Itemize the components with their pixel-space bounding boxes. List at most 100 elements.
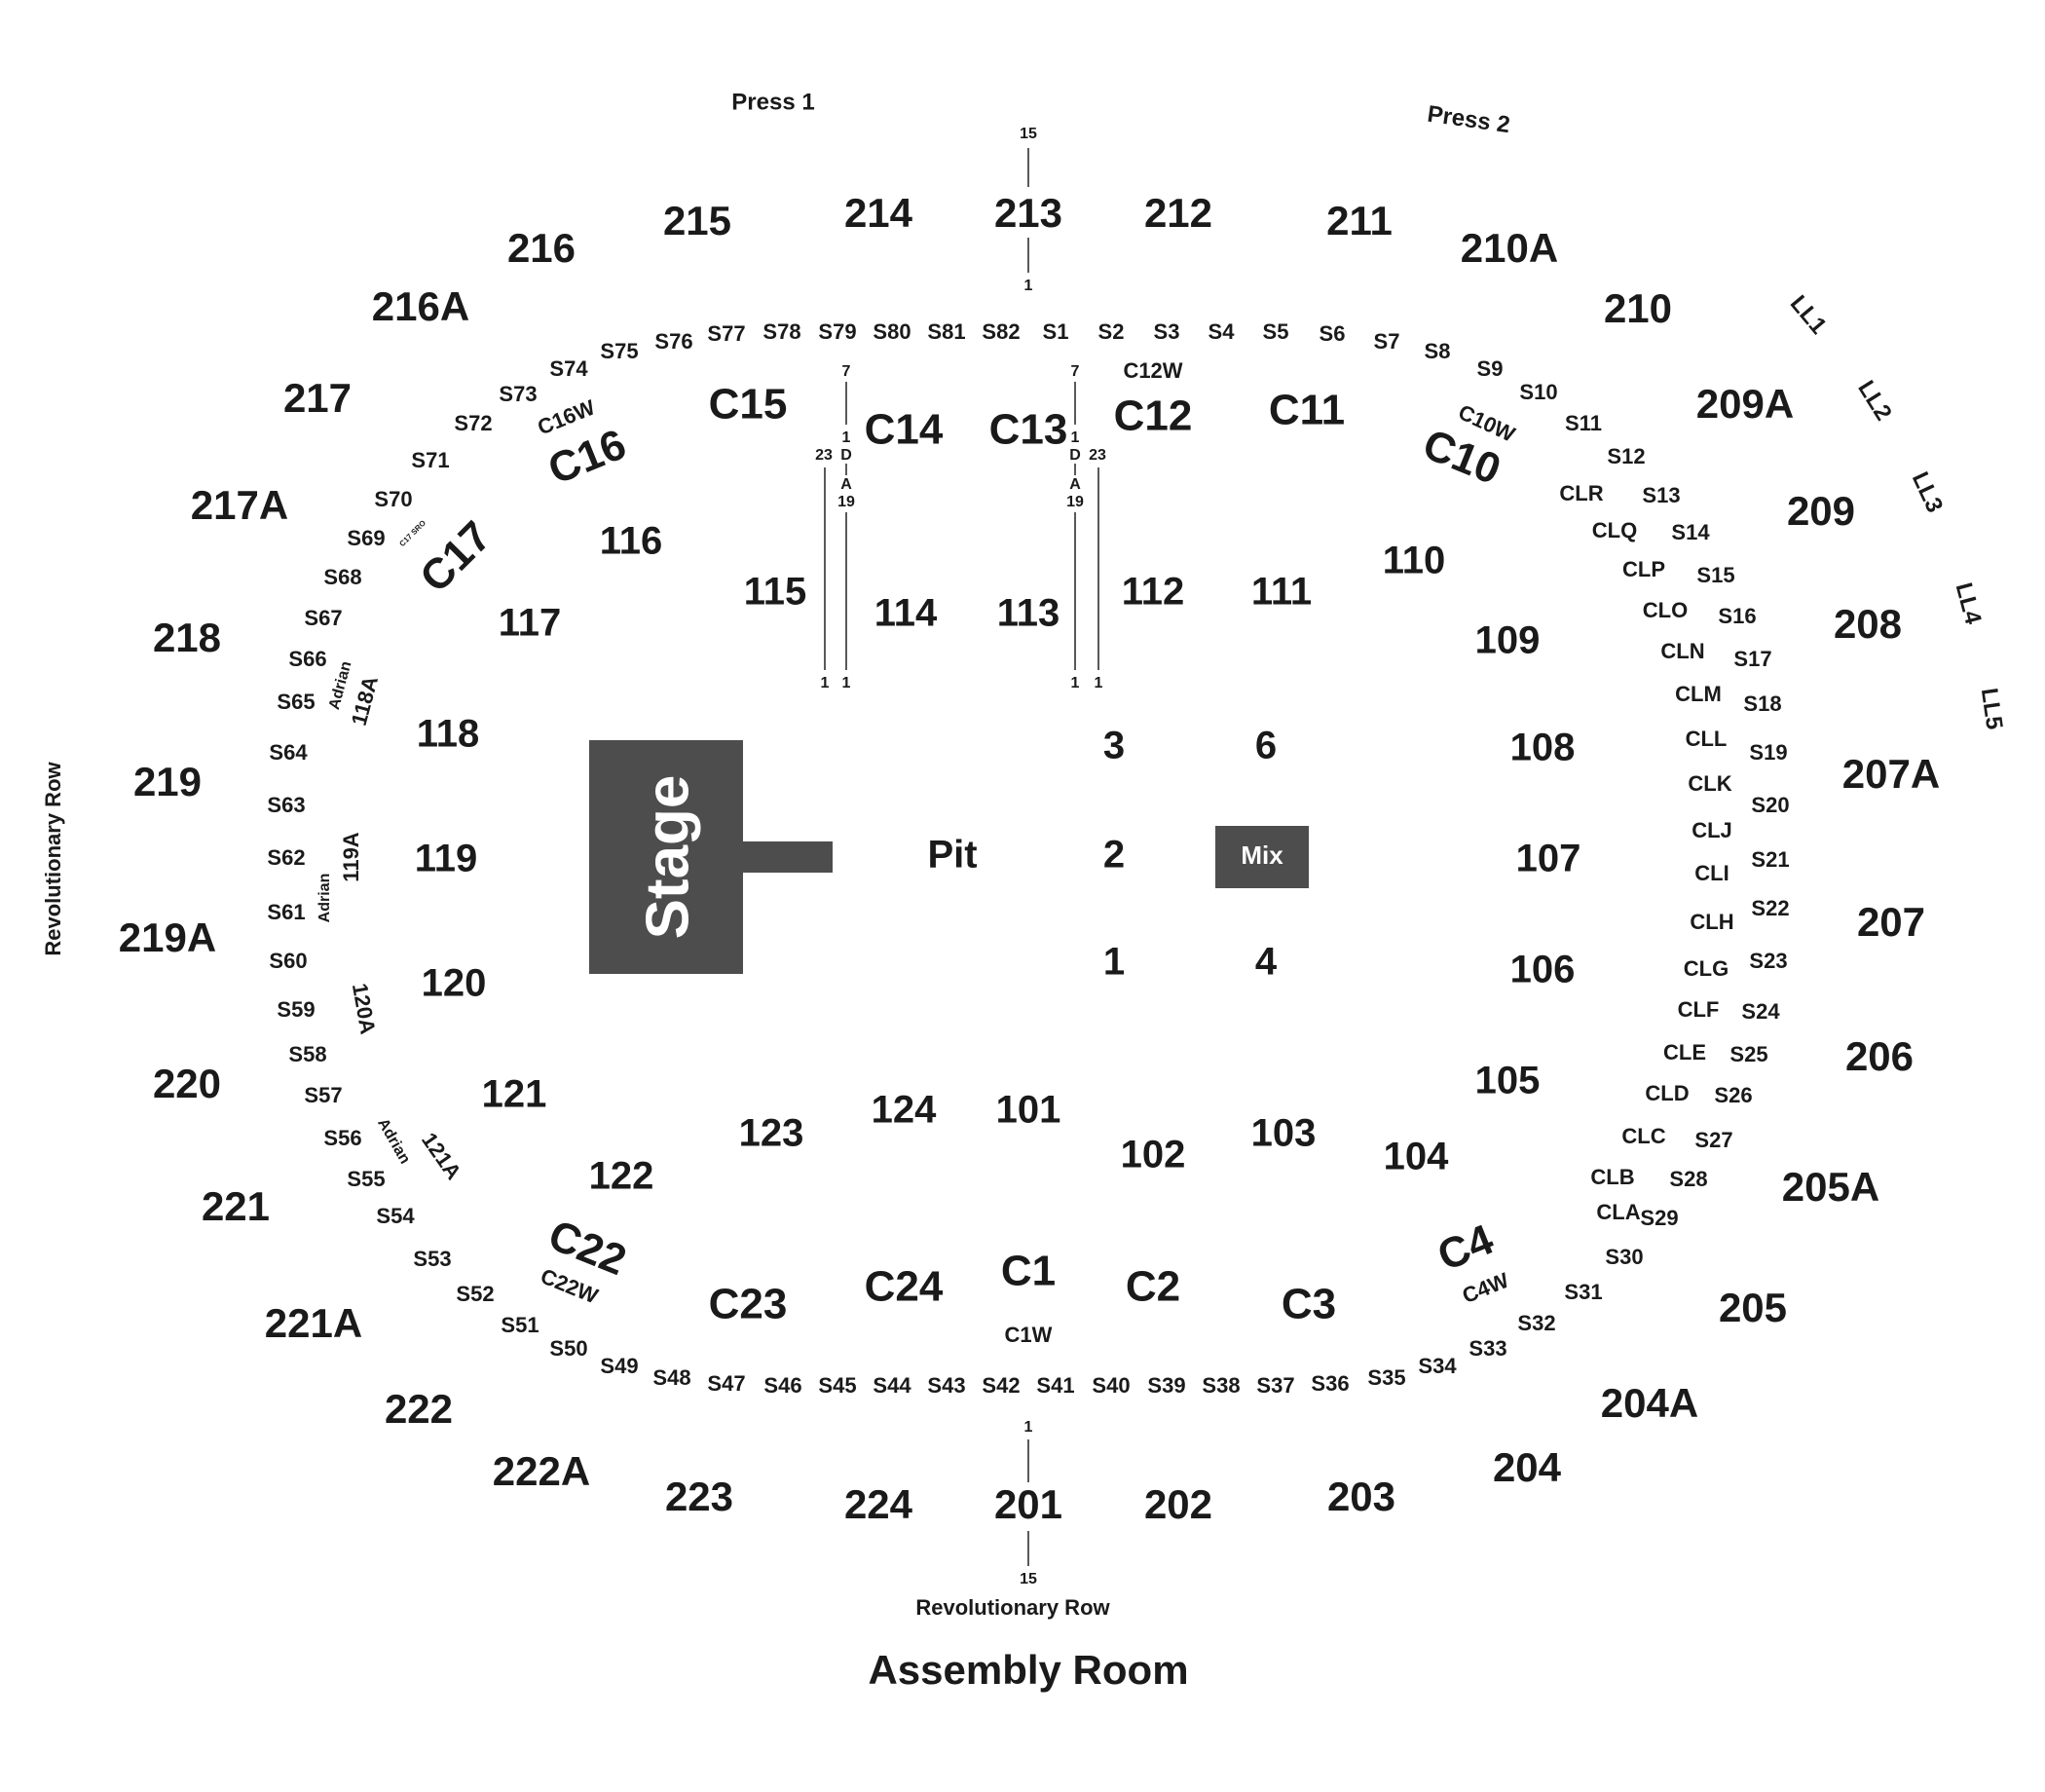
suite-S2[interactable]: S2 xyxy=(1098,319,1125,344)
suite-S6[interactable]: S6 xyxy=(1320,321,1346,346)
suite-S62[interactable]: S62 xyxy=(267,845,305,870)
section-209[interactable]: 209 xyxy=(1787,488,1855,534)
suite-S42[interactable]: S42 xyxy=(982,1373,1020,1398)
section-116[interactable]: 116 xyxy=(600,520,663,563)
suite-S15[interactable]: S15 xyxy=(1696,563,1734,587)
suite-S30[interactable]: S30 xyxy=(1605,1245,1643,1269)
suite-S16[interactable]: S16 xyxy=(1718,604,1756,628)
suite-S41[interactable]: S41 xyxy=(1036,1373,1074,1398)
suite-S65[interactable]: S65 xyxy=(277,690,315,714)
section-108[interactable]: 108 xyxy=(1510,727,1576,769)
club-C14[interactable]: C14 xyxy=(865,406,944,454)
suite-S82[interactable]: S82 xyxy=(982,319,1020,344)
section-218[interactable]: 218 xyxy=(153,615,221,660)
suite-S27[interactable]: S27 xyxy=(1694,1128,1732,1152)
loge-LL3[interactable]: LL3 xyxy=(1907,467,1949,516)
section-124[interactable]: 124 xyxy=(872,1089,937,1132)
section-217[interactable]: 217 xyxy=(283,375,352,421)
loge-CLA[interactable]: CLA xyxy=(1596,1200,1640,1224)
suite-S44[interactable]: S44 xyxy=(873,1373,911,1398)
loge-CLF[interactable]: CLF xyxy=(1678,997,1720,1022)
suite-S77[interactable]: S77 xyxy=(707,321,745,346)
suite-S45[interactable]: S45 xyxy=(818,1373,856,1398)
suite-S64[interactable]: S64 xyxy=(269,740,308,765)
section-206[interactable]: 206 xyxy=(1845,1033,1914,1079)
section-201[interactable]: 201 xyxy=(994,1481,1062,1527)
section-102[interactable]: 102 xyxy=(1121,1134,1186,1176)
suite-S1[interactable]: S1 xyxy=(1043,319,1069,344)
suite-S10[interactable]: S10 xyxy=(1519,380,1557,404)
section-107[interactable]: 107 xyxy=(1516,838,1581,880)
loge-CLN[interactable]: CLN xyxy=(1660,639,1704,663)
suite-S59[interactable]: S59 xyxy=(277,997,315,1022)
club-C11[interactable]: C11 xyxy=(1269,387,1345,434)
section-210A[interactable]: 210A xyxy=(1461,225,1558,271)
suite-S40[interactable]: S40 xyxy=(1092,1373,1130,1398)
loge-CLH[interactable]: CLH xyxy=(1690,910,1733,934)
section-119[interactable]: 119 xyxy=(415,838,478,880)
press-1-label[interactable]: Press 1 xyxy=(731,89,814,115)
suite-S11[interactable]: S11 xyxy=(1565,411,1602,435)
section-119A[interactable]: 119A xyxy=(339,832,363,881)
suite-S33[interactable]: S33 xyxy=(1469,1336,1506,1361)
suite-S17[interactable]: S17 xyxy=(1733,647,1771,671)
suite-S12[interactable]: S12 xyxy=(1607,444,1645,468)
section-106[interactable]: 106 xyxy=(1510,949,1576,991)
section-212[interactable]: 212 xyxy=(1144,190,1212,236)
suite-S55[interactable]: S55 xyxy=(347,1167,385,1191)
club-C12W[interactable]: C12W xyxy=(1123,358,1182,383)
suite-S66[interactable]: S66 xyxy=(288,647,326,671)
suite-S60[interactable]: S60 xyxy=(269,949,307,973)
suite-S25[interactable]: S25 xyxy=(1729,1042,1767,1066)
section-204A[interactable]: 204A xyxy=(1601,1380,1698,1426)
suite-S7[interactable]: S7 xyxy=(1374,329,1400,354)
section-208[interactable]: 208 xyxy=(1834,601,1902,647)
loge-LL1[interactable]: LL1 xyxy=(1785,290,1832,339)
suite-S54[interactable]: S54 xyxy=(376,1204,415,1228)
section-215[interactable]: 215 xyxy=(663,198,731,243)
suite-S69[interactable]: S69 xyxy=(347,526,385,550)
suite-S35[interactable]: S35 xyxy=(1367,1365,1405,1390)
section-115[interactable]: 115 xyxy=(744,571,807,614)
section-221A[interactable]: 221A xyxy=(265,1300,362,1346)
suite-S18[interactable]: S18 xyxy=(1743,691,1781,716)
section-205[interactable]: 205 xyxy=(1719,1285,1787,1330)
suite-S37[interactable]: S37 xyxy=(1256,1373,1294,1398)
section-202[interactable]: 202 xyxy=(1144,1481,1212,1527)
suite-S19[interactable]: S19 xyxy=(1749,740,1787,765)
loge-LL2[interactable]: LL2 xyxy=(1852,376,1897,425)
suite-S24[interactable]: S24 xyxy=(1741,999,1780,1024)
section-118[interactable]: 118 xyxy=(417,713,480,756)
section-210[interactable]: 210 xyxy=(1604,285,1672,331)
section-204[interactable]: 204 xyxy=(1493,1444,1562,1490)
suite-S46[interactable]: S46 xyxy=(763,1373,801,1398)
suite-S68[interactable]: S68 xyxy=(323,565,361,589)
section-209A[interactable]: 209A xyxy=(1696,381,1794,427)
loge-CLD[interactable]: CLD xyxy=(1645,1081,1689,1105)
section-120[interactable]: 120 xyxy=(422,962,487,1005)
suite-S4[interactable]: S4 xyxy=(1208,319,1236,344)
suite-S67[interactable]: S67 xyxy=(304,606,342,630)
suite-S53[interactable]: S53 xyxy=(413,1247,451,1271)
loge-CLK[interactable]: CLK xyxy=(1688,771,1731,796)
suite-S14[interactable]: S14 xyxy=(1671,520,1710,544)
club-C15[interactable]: C15 xyxy=(709,381,788,429)
section-223[interactable]: 223 xyxy=(665,1474,733,1519)
suite-S20[interactable]: S20 xyxy=(1751,793,1789,817)
revolutionary-row-bottom[interactable]: Revolutionary Row xyxy=(915,1595,1110,1620)
suite-S76[interactable]: S76 xyxy=(654,329,692,354)
section-105[interactable]: 105 xyxy=(1475,1060,1541,1102)
club-C13[interactable]: C13 xyxy=(989,406,1068,454)
loge-CLQ[interactable]: CLQ xyxy=(1592,518,1637,542)
club-C1W[interactable]: C1W xyxy=(1005,1323,1053,1347)
suite-S22[interactable]: S22 xyxy=(1751,896,1789,920)
floor-section[interactable]: 6 xyxy=(1255,725,1277,767)
section-216[interactable]: 216 xyxy=(507,225,576,271)
loge-CLO[interactable]: CLO xyxy=(1643,598,1688,622)
suite-S29[interactable]: S29 xyxy=(1640,1206,1678,1230)
revolutionary-row-left[interactable]: Revolutionary Row xyxy=(41,761,65,955)
suite-S5[interactable]: S5 xyxy=(1263,319,1289,344)
loge-LL5[interactable]: LL5 xyxy=(1976,687,2008,731)
suite-S47[interactable]: S47 xyxy=(707,1371,745,1396)
suite-S49[interactable]: S49 xyxy=(600,1354,638,1378)
